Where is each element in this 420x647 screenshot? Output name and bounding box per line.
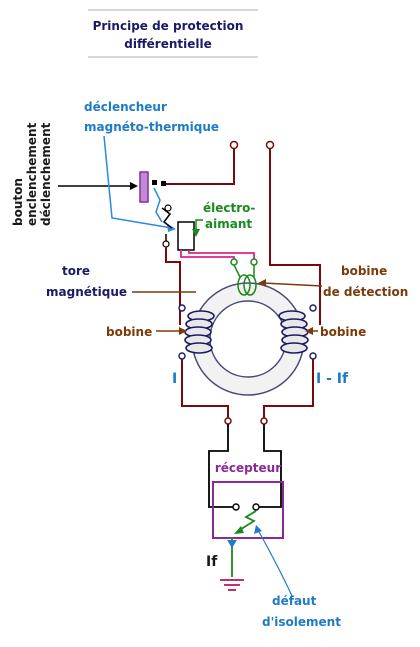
- fault-arrow: [234, 526, 244, 534]
- label-declencheur: déclencheur: [84, 100, 167, 114]
- declencheur-leader: [103, 135, 173, 229]
- contact-dot-2: [161, 181, 166, 186]
- contact-dot-1: [152, 180, 157, 185]
- title-line-2: différentielle: [124, 37, 212, 51]
- torus-inner: [209, 300, 287, 378]
- wire-right-down: [263, 359, 314, 421]
- terminal-top-left: [229, 140, 239, 150]
- det-terminal-right: [250, 258, 258, 266]
- label-current-i: I: [172, 371, 177, 387]
- label-if: If: [206, 554, 218, 570]
- left-coil-terminal-top: [178, 304, 186, 312]
- wire-left-down: [181, 359, 229, 421]
- label-magneto-thermique: magnéto-thermique: [84, 120, 219, 134]
- detection-leader: [262, 282, 323, 287]
- detection-leader-head: [258, 279, 266, 287]
- label-bobine-detection-2: de détection: [323, 285, 408, 299]
- wire-right-phase: [269, 149, 321, 325]
- receptor-box: [212, 481, 284, 539]
- ground-symbol: [220, 579, 244, 591]
- electro-leader: [195, 219, 203, 233]
- label-bobine-right: bobine: [320, 325, 366, 339]
- left-bobine-leader-head: [179, 327, 187, 335]
- switch-latch: [161, 207, 173, 229]
- left-coil: [184, 310, 215, 354]
- terminal-top-right: [265, 140, 275, 150]
- fault-zigzag: [237, 510, 257, 532]
- label-aimant: aimant: [205, 217, 252, 231]
- electromagnet: [177, 221, 195, 251]
- label-isolement: d'isolement: [262, 615, 341, 629]
- contact-lower: [162, 240, 170, 248]
- label-bobine-detection-1: bobine: [341, 264, 387, 278]
- label-bobine-left: bobine: [106, 325, 152, 339]
- det-terminal-left: [230, 258, 238, 266]
- label-declenchement: déclenchement: [39, 122, 53, 226]
- title-line-1: Principe de protection: [93, 19, 244, 33]
- receptor-node-left: [232, 503, 240, 511]
- right-coil: [278, 310, 309, 354]
- label-electro: électro-: [203, 201, 255, 215]
- defaut-leader-head: [254, 525, 262, 534]
- receptor-node-right: [252, 503, 260, 511]
- receptor-terminal-left: [224, 417, 232, 425]
- electro-leader-head: [192, 229, 200, 237]
- push-arrow-head: [130, 182, 138, 190]
- wire-top-left: [166, 148, 235, 185]
- wire-receptor-right: [256, 424, 282, 508]
- push-button: [139, 171, 149, 203]
- right-bobine-leader-head: [305, 327, 313, 335]
- defaut-leader: [257, 529, 293, 597]
- label-magnetique: magnétique: [46, 285, 127, 299]
- latch-pivot: [164, 204, 172, 212]
- label-recepteur: récepteur: [215, 461, 281, 475]
- magenta-wire-inner: [188, 250, 255, 262]
- label-defaut: défaut: [272, 594, 317, 608]
- switch-link: [153, 187, 163, 223]
- right-coil-terminal-top: [309, 304, 317, 312]
- wire-left-phase: [165, 247, 181, 325]
- label-bouton: bouton: [11, 178, 25, 226]
- detection-coil: [233, 264, 257, 296]
- receptor-terminal-right: [260, 417, 268, 425]
- wire-receptor-left: [208, 424, 233, 508]
- label-tore: tore: [62, 264, 90, 278]
- label-enclenchement: enclenchement: [25, 122, 39, 226]
- right-coil-terminal-bottom: [309, 352, 317, 360]
- left-coil-terminal-bottom: [178, 352, 186, 360]
- leak-arrow: [227, 540, 237, 548]
- label-current-i-if: I - If: [316, 371, 349, 387]
